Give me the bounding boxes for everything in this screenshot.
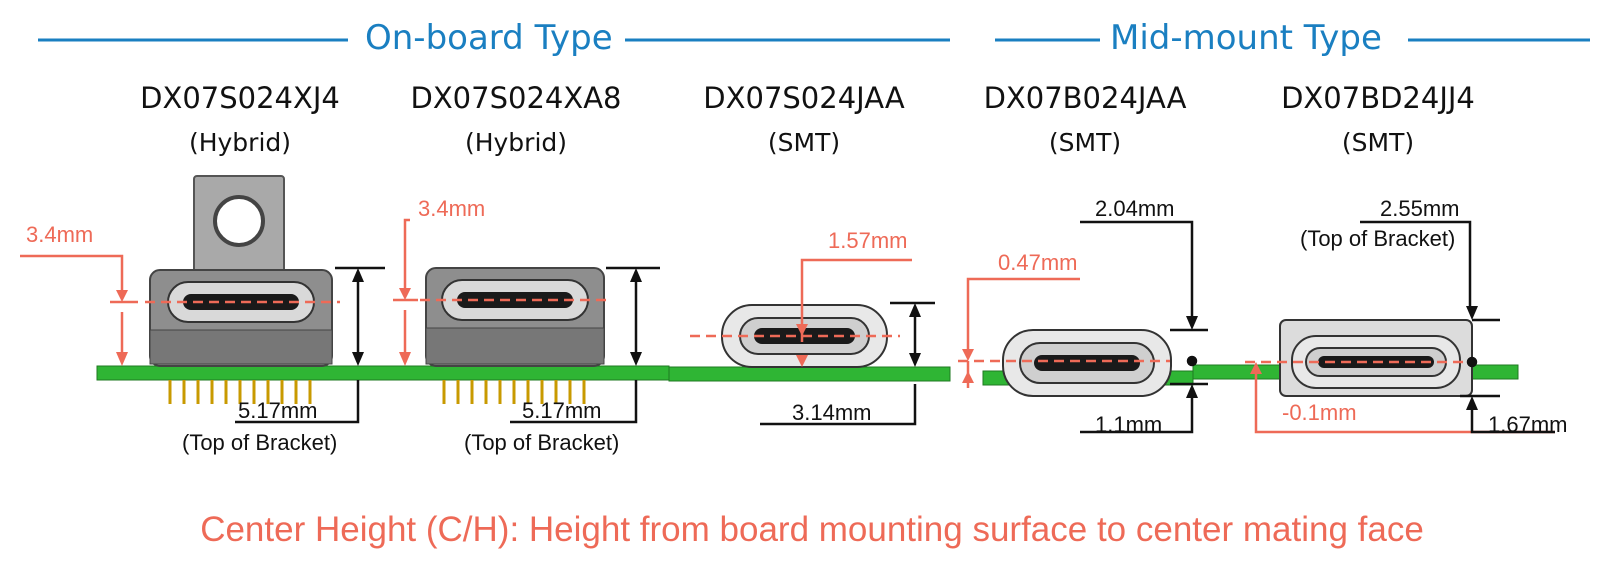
section-title-mid-mount: Mid-mount Type [1110,18,1382,58]
mount-kind: (SMT) [1341,128,1415,157]
part-number: DX07S024XJ4 [140,81,340,115]
connector-5-drawing [1279,319,1473,397]
connector-1-drawing [149,175,333,404]
connector-1-height-note: (Top of Bracket) [182,430,338,455]
connector-3-label: DX07S024JAA (SMT) [664,80,944,160]
height-dimensions [235,220,1555,434]
center-height-caption: Center Height (C/H): Height from board m… [200,510,1424,549]
center-height-dimensions [20,218,1555,434]
connector-1-height: 5.17mm [238,398,318,423]
connector-2-height-note: (Top of Bracket) [464,430,620,455]
connector-1-center-height: 3.4mm [26,222,94,247]
red-arrowheads [116,288,1262,383]
connector-5-top-height: 2.55mm [1380,196,1460,221]
connector-1-label: DX07S024XJ4 (Hybrid) [100,80,380,160]
connector-2-label: DX07S024XA8 (Hybrid) [376,80,656,160]
mount-kind: (SMT) [1048,128,1122,157]
connector-2-height: 5.17mm [522,398,602,423]
connector-4-label: DX07B024JAA (SMT) [945,80,1225,160]
connector-5-center-height: -0.1mm [1282,400,1357,425]
part-number: DX07B024JAA [983,81,1187,115]
connector-4-drawing [1002,329,1172,397]
connector-5-bottom-height: 1.67mm [1488,412,1568,437]
connector-5-label: DX07BD24JJ4 (SMT) [1238,80,1518,160]
mount-kind: (Hybrid) [464,128,568,157]
part-number: DX07BD24JJ4 [1281,81,1475,115]
connector-2-center-height: 3.4mm [418,196,486,221]
connector-3-center-height: 1.57mm [828,228,908,253]
section-title-on-board: On-board Type [365,18,613,58]
connector-4-bottom-height: 1.1mm [1095,412,1163,437]
connector-4-top-height: 2.04mm [1095,196,1175,221]
connector-4-center-height: 0.47mm [998,250,1078,275]
mount-kind: (SMT) [767,128,841,157]
part-number: DX07S024JAA [703,81,905,115]
part-number: DX07S024XA8 [410,81,622,115]
mount-kind: (Hybrid) [188,128,292,157]
connector-3-height: 3.14mm [792,400,872,425]
connector-2-drawing [425,267,605,404]
arrowheads [352,268,1478,410]
connector-5-top-note: (Top of Bracket) [1300,226,1456,251]
